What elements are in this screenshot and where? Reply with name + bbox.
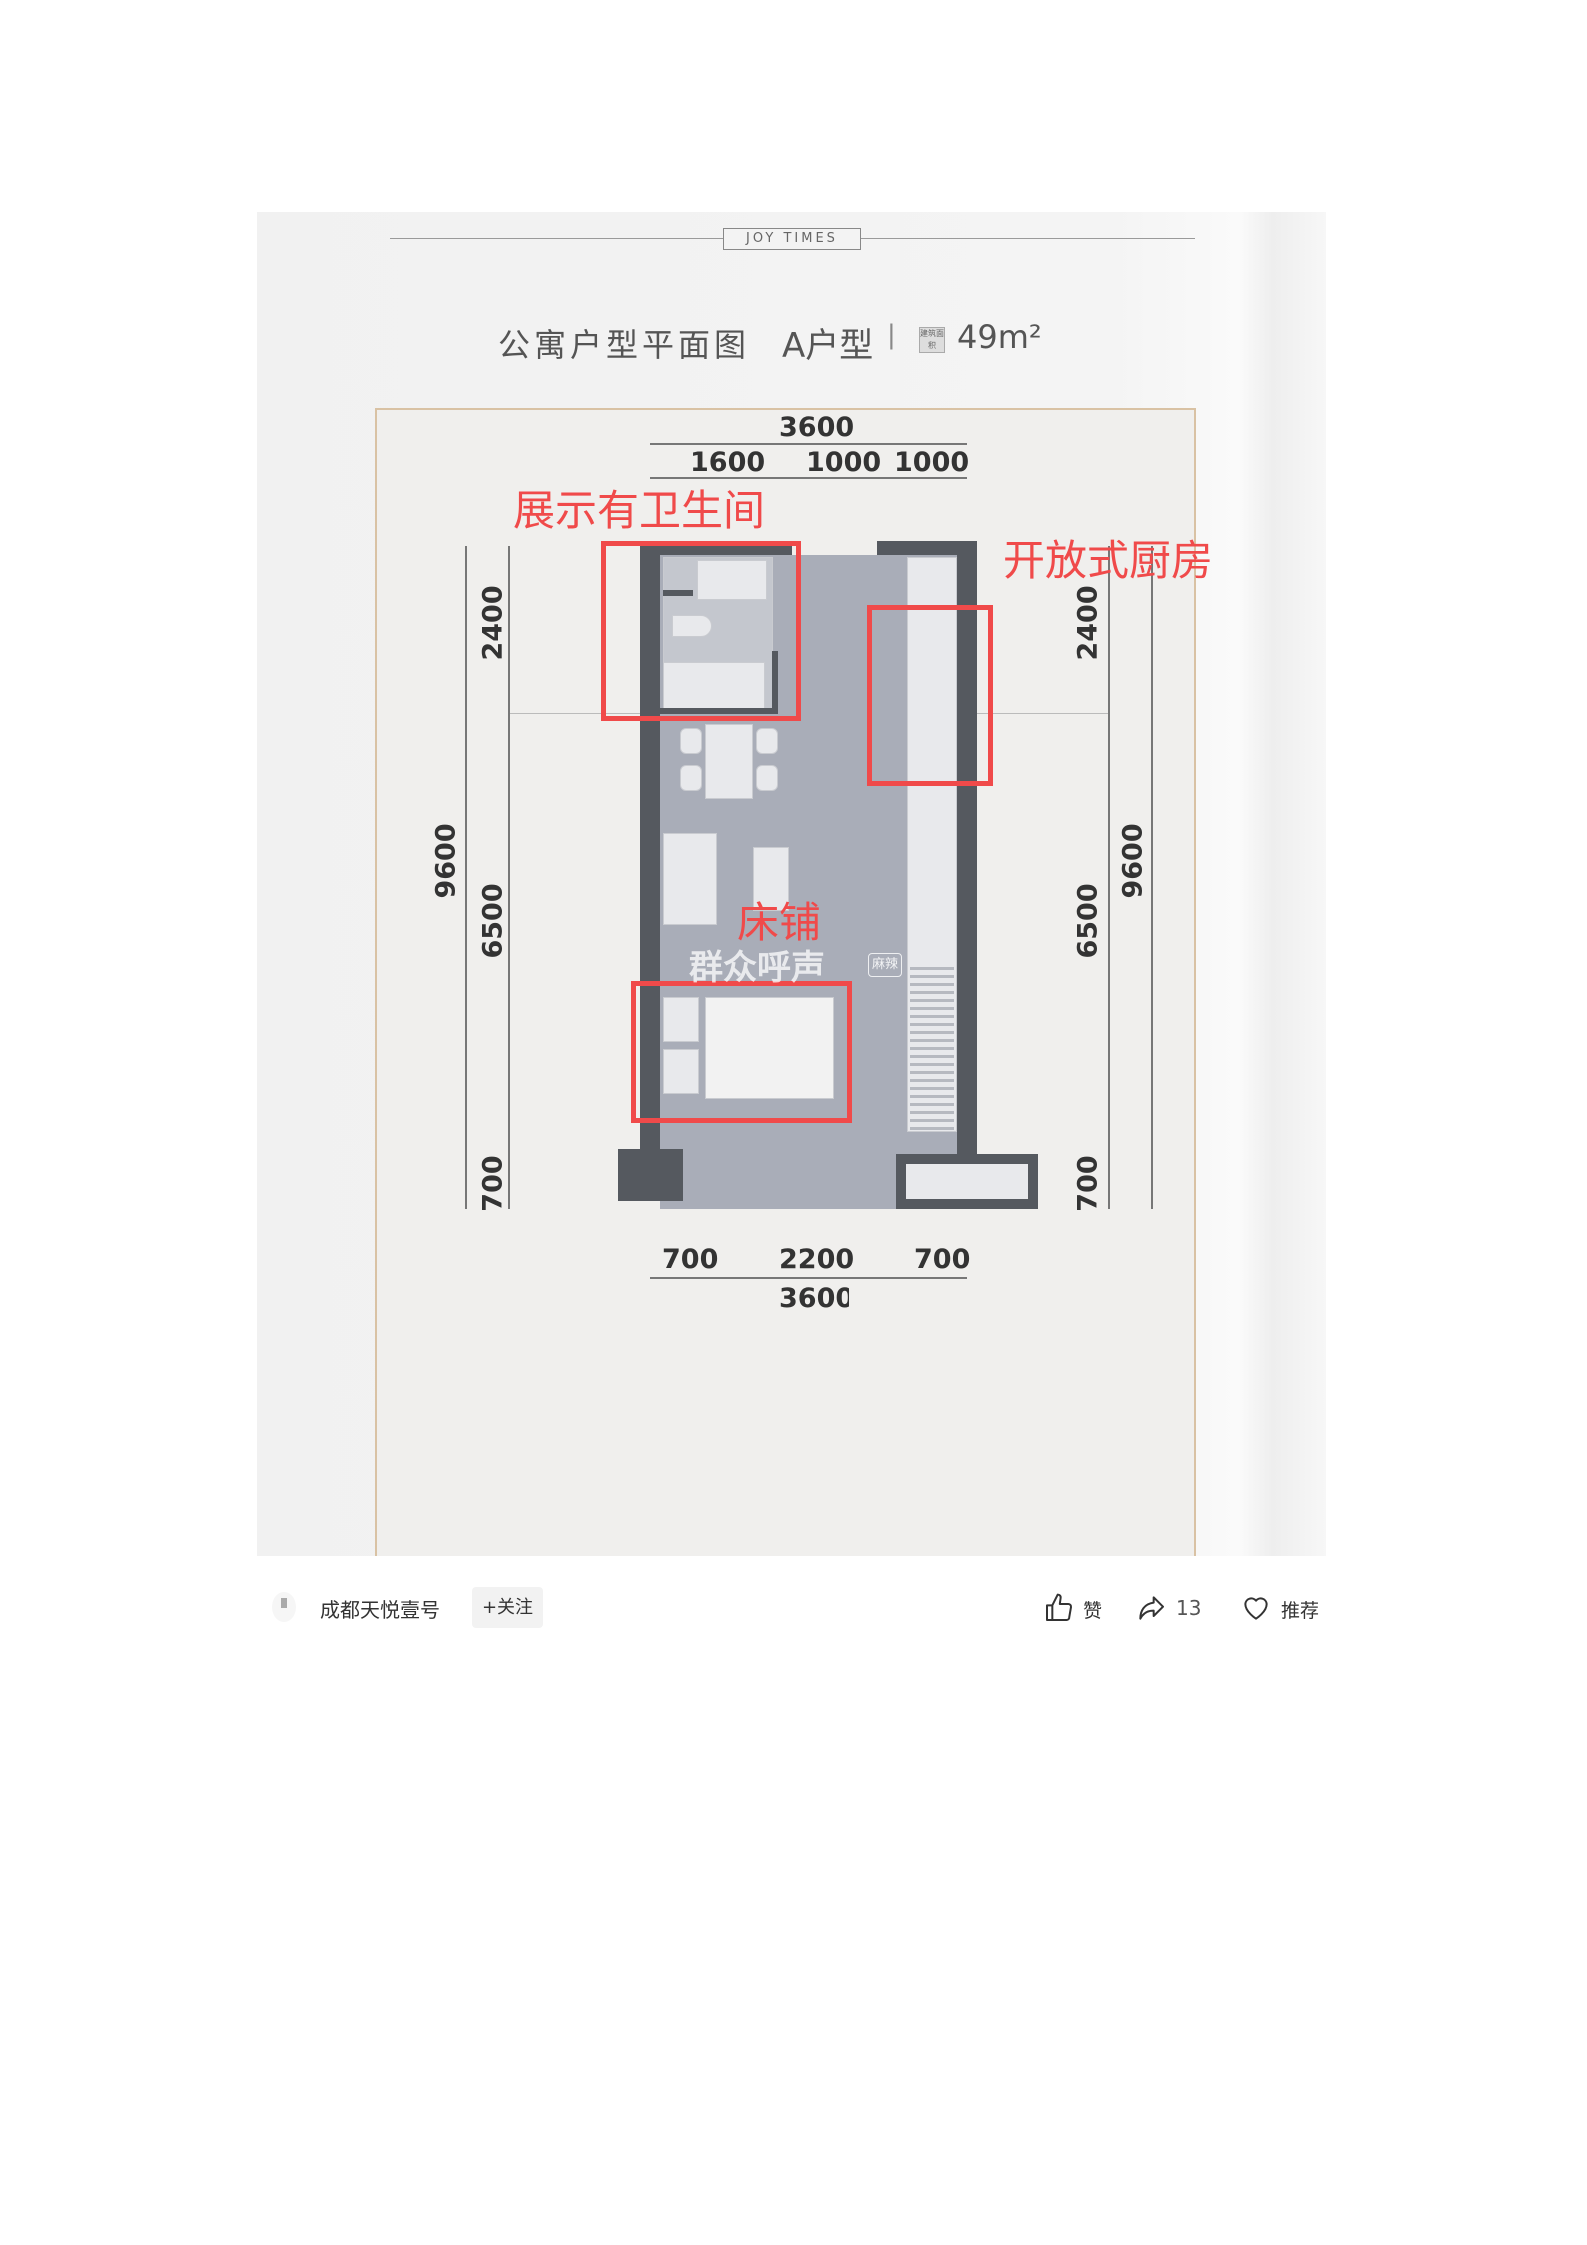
dining-table	[705, 724, 753, 799]
dim-right-part: 2400	[1072, 585, 1104, 661]
wall-left	[640, 541, 660, 1152]
chair	[680, 728, 702, 754]
dim-top-total: 3600	[779, 412, 855, 443]
recommend-button[interactable]	[1240, 1592, 1272, 1628]
column	[618, 1149, 683, 1201]
chair	[756, 765, 778, 791]
kitchen-label: 开放式厨房	[1003, 536, 1214, 585]
brand-logo: JOY TIMES	[723, 228, 861, 250]
dim-bottom-part: 2200	[779, 1244, 855, 1275]
dim-top-part: 1000	[806, 447, 882, 478]
follow-button[interactable]: +关注	[472, 1587, 543, 1628]
recommend-label[interactable]: 推荐	[1281, 1600, 1320, 1622]
dim-bottom-total-clip: 3600	[779, 1283, 849, 1556]
kitchen-highlight	[867, 605, 993, 786]
dim-left-total: 9600	[430, 823, 462, 899]
nightstand	[663, 997, 699, 1042]
dim-top-part: 1600	[690, 447, 766, 478]
dim-right-part: 700	[1072, 1155, 1104, 1212]
share-icon	[1139, 1596, 1164, 1620]
area-badge: 建筑面积	[919, 327, 945, 353]
heart-icon	[1244, 1597, 1268, 1620]
inner-wall	[772, 651, 778, 713]
dim-bottom-part: 700	[914, 1244, 971, 1275]
dimension-line	[650, 1277, 967, 1279]
dimension-line	[1151, 546, 1153, 1209]
toilet	[672, 615, 712, 637]
wall-right	[957, 541, 977, 1154]
nightstand	[663, 1049, 699, 1094]
thumbs-up-icon	[1046, 1593, 1072, 1622]
unit-type: A户型	[782, 326, 874, 366]
bed-label: 床铺	[737, 898, 822, 947]
bathroom-highlight	[601, 541, 801, 721]
dim-right-part: 6500	[1072, 883, 1104, 959]
author-name[interactable]: 成都天悦壹号	[320, 1598, 440, 1622]
like-label[interactable]: 赞	[1083, 1600, 1103, 1622]
divider	[390, 238, 725, 239]
watermark: 群众呼声	[689, 948, 825, 988]
dimension-line	[650, 443, 967, 445]
dim-left-part: 2400	[477, 585, 509, 661]
dim-left-part: 6500	[477, 883, 509, 959]
dim-top-part: 1000	[894, 447, 970, 478]
chair	[680, 765, 702, 791]
plan-title: 公寓户型平面图	[498, 326, 751, 364]
balcony-unit	[896, 1154, 1038, 1209]
dimension-line	[1108, 546, 1110, 1209]
dimension-line	[465, 546, 467, 1209]
watermark-badge: 麻辣	[868, 953, 902, 977]
separator: |	[887, 320, 896, 350]
inner-wall	[663, 590, 693, 596]
dim-bottom-total: 3600	[779, 1283, 849, 1314]
bathroom-label: 展示有卫生间	[513, 486, 766, 535]
area-value: 49m²	[957, 318, 1042, 356]
bed-highlight	[631, 981, 852, 1123]
chair	[756, 728, 778, 754]
bed	[705, 997, 834, 1099]
coffee-table	[753, 847, 789, 911]
dimension-line	[508, 546, 510, 1209]
sofa	[663, 833, 717, 925]
dim-left-part: 700	[477, 1155, 509, 1212]
dim-bottom-part: 700	[662, 1244, 719, 1275]
share-button[interactable]	[1135, 1592, 1167, 1628]
dimension-line	[650, 477, 967, 479]
dim-right-total: 9600	[1117, 823, 1149, 899]
washbasin	[697, 560, 767, 600]
sink-counter	[663, 662, 765, 710]
wardrobe	[910, 962, 954, 1130]
wall-top-right	[877, 541, 977, 555]
avatar[interactable]	[272, 1592, 296, 1622]
share-count: 13	[1176, 1596, 1202, 1620]
inner-wall	[660, 708, 778, 714]
like-button[interactable]	[1043, 1592, 1075, 1628]
divider	[861, 238, 1195, 239]
